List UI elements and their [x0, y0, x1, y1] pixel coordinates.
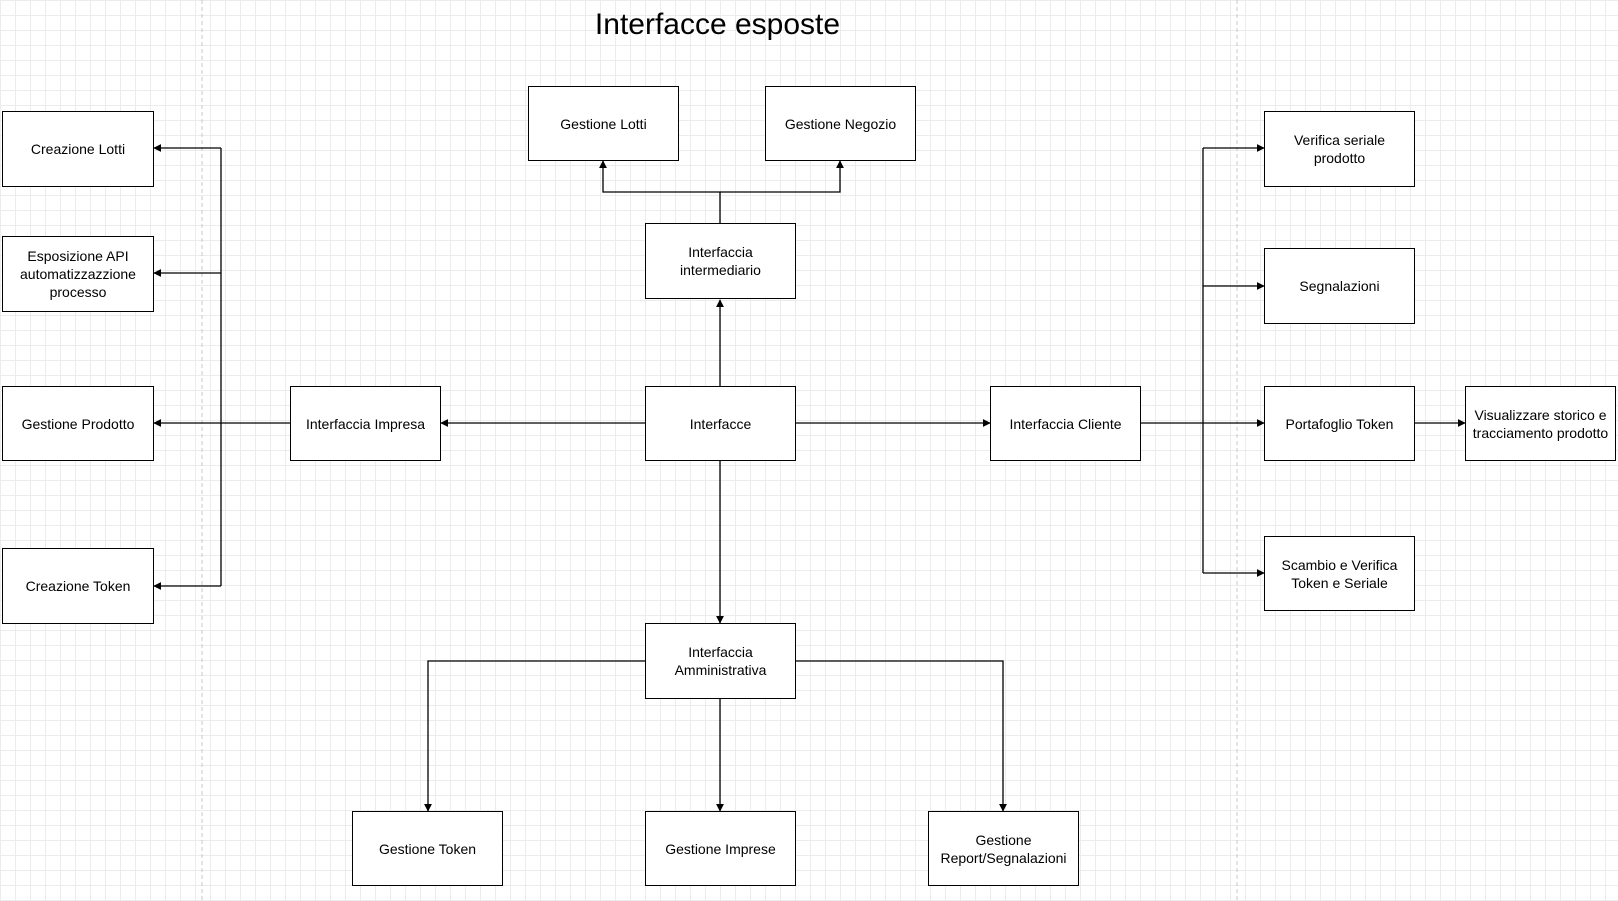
node-gestione-token: Gestione Token — [352, 811, 503, 886]
node-interfaccia-amministrativa: Interfaccia Amministrativa — [645, 623, 796, 699]
node-verifica-seriale: Verifica seriale prodotto — [1264, 111, 1415, 187]
node-portafoglio-token: Portafoglio Token — [1264, 386, 1415, 461]
edge-amministrativa-gestione-token — [424, 660, 645, 812]
node-interfaccia-intermediario: Interfaccia intermediario — [645, 223, 796, 299]
node-gestione-lotti: Gestione Lotti — [528, 86, 679, 161]
node-gestione-report: Gestione Report/Segnalazioni — [928, 811, 1079, 886]
node-scambio-verifica: Scambio e Verifica Token e Seriale — [1264, 536, 1415, 611]
diagram-title: Interfacce esposte — [594, 8, 841, 41]
node-interfaccia-cliente: Interfaccia Cliente — [990, 386, 1141, 461]
node-visualizzare-storico: Visualizzare storico e tracciamento prod… — [1465, 386, 1616, 461]
node-interfacce: Interfacce — [645, 386, 796, 461]
edge-amministrativa-gestione-report — [796, 660, 1007, 812]
edge-intermediario-gestione-negozio — [720, 160, 844, 193]
node-gestione-negozio: Gestione Negozio — [765, 86, 916, 161]
node-segnalazioni: Segnalazioni — [1264, 248, 1415, 324]
node-creazione-lotti: Creazione Lotti — [2, 111, 154, 187]
node-creazione-token: Creazione Token — [2, 548, 154, 624]
node-gestione-imprese: Gestione Imprese — [645, 811, 796, 886]
node-interfaccia-impresa: Interfaccia Impresa — [290, 386, 441, 461]
node-esposizione-api: Esposizione API automatizzazzione proces… — [2, 236, 154, 312]
edge-intermediario-gestione-lotti — [599, 160, 721, 223]
node-gestione-prodotto: Gestione Prodotto — [2, 386, 154, 461]
